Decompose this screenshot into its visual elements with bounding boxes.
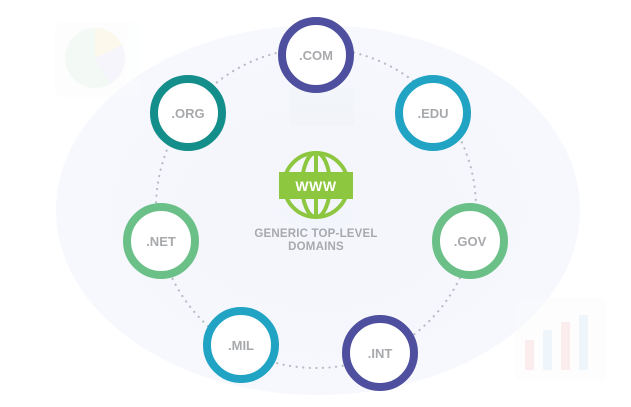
domain-node-mil: .MIL <box>203 307 279 383</box>
decorative-pie-chart-icon <box>55 22 140 97</box>
domain-node-gov: .GOV <box>432 203 508 279</box>
www-globe-icon: WWW <box>279 151 353 219</box>
domain-node-net: .NET <box>123 203 199 279</box>
domain-node-org: .ORG <box>150 75 226 151</box>
decorative-card <box>290 88 355 126</box>
center-title-line-1: GENERIC TOP-LEVEL <box>254 228 377 240</box>
domain-label-edu: .EDU <box>417 106 448 121</box>
center-title-line-2: DOMAINS <box>288 241 344 253</box>
www-badge-text: WWW <box>295 178 336 194</box>
domain-node-com: .COM <box>278 17 354 93</box>
domain-label-net: .NET <box>146 234 176 249</box>
domain-label-org: .ORG <box>171 106 204 121</box>
domain-label-gov: .GOV <box>454 234 487 249</box>
domain-label-com: .COM <box>299 48 333 63</box>
domain-node-edu: .EDU <box>395 75 471 151</box>
domain-label-int: .INT <box>368 346 393 361</box>
domain-node-int: .INT <box>342 315 418 391</box>
decorative-bar-chart-icon <box>515 298 607 380</box>
domain-label-mil: .MIL <box>228 338 254 353</box>
